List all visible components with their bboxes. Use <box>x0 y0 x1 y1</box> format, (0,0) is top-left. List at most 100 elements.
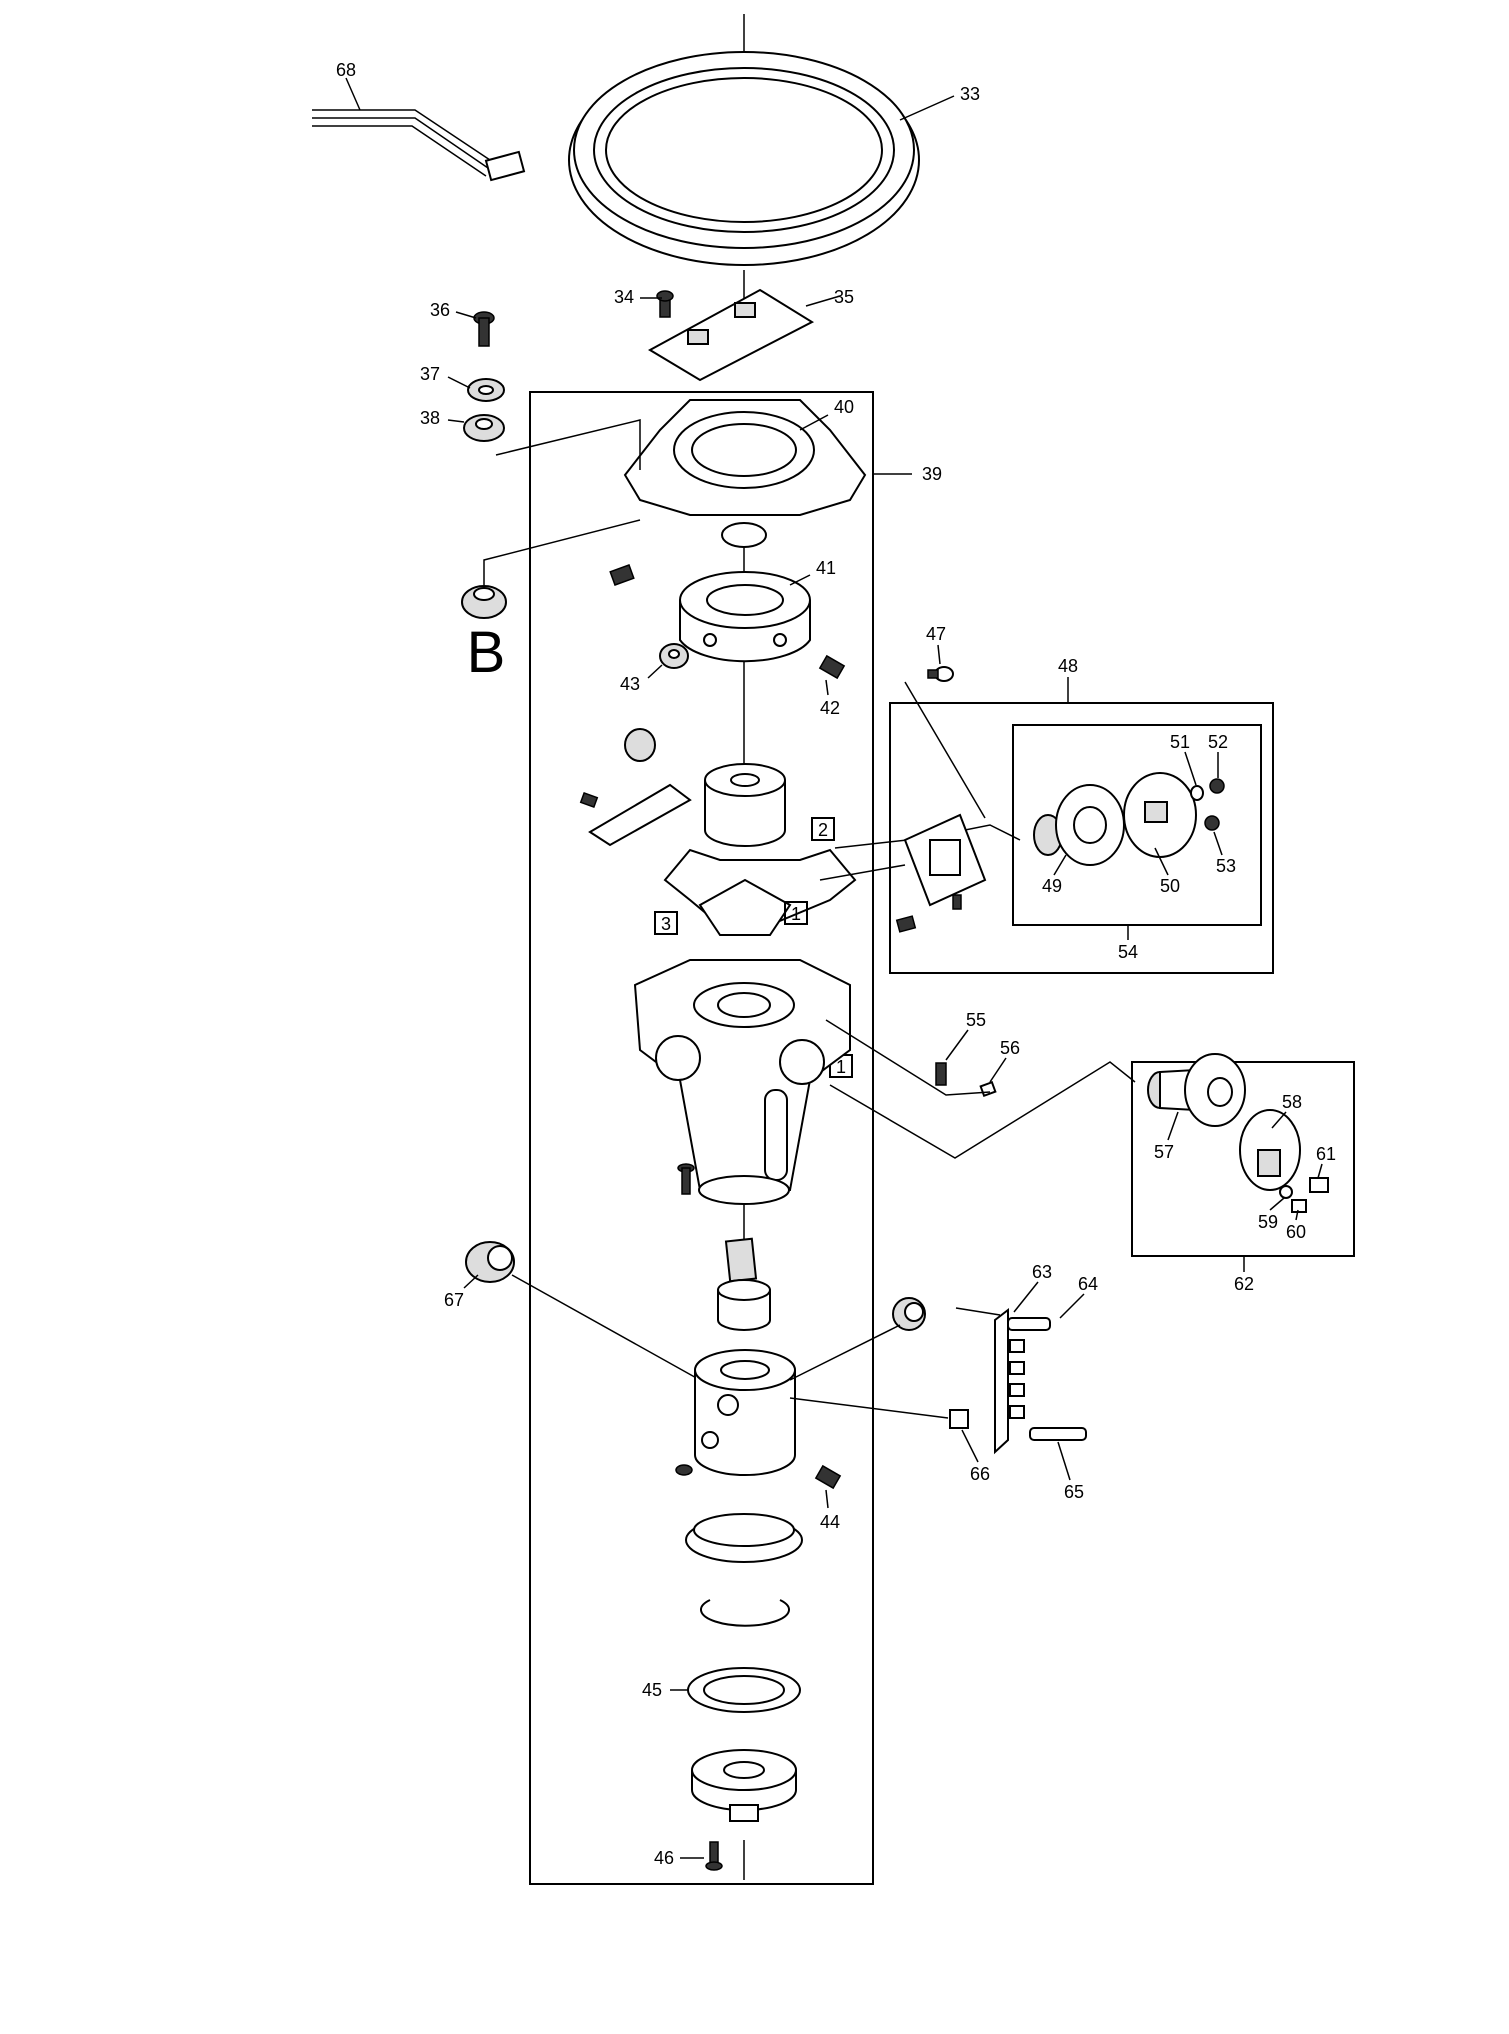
leader-line <box>819 864 906 881</box>
leader-57 <box>1167 1111 1179 1141</box>
part-label-33: 33 <box>960 84 980 104</box>
leader-42 <box>825 679 829 696</box>
leader-line <box>789 1397 949 1419</box>
part-label-53: 53 <box>1216 856 1236 876</box>
housing-40 <box>623 399 867 548</box>
assembly-62-frame <box>1131 1061 1355 1257</box>
leader-line <box>955 1307 1001 1316</box>
leader-64 <box>1059 1293 1085 1319</box>
collar-41 <box>679 571 811 663</box>
part-label-55: 55 <box>966 1010 986 1030</box>
bracket-50 <box>1123 772 1197 858</box>
leader-56 <box>989 1057 1007 1083</box>
washer-51 <box>1190 785 1204 801</box>
part-label-52: 52 <box>1208 732 1228 752</box>
leader-line <box>789 1324 901 1381</box>
screw-body <box>677 1163 695 1195</box>
part-label-44: 44 <box>820 1512 840 1532</box>
leader-41 <box>789 574 811 586</box>
set-screw <box>609 564 635 586</box>
screw-52 <box>1209 778 1225 794</box>
lower-holder <box>694 1349 796 1476</box>
leader-line <box>825 1019 991 1096</box>
board-35 <box>647 288 815 382</box>
part-label-62: 62 <box>1234 1274 1254 1294</box>
leader-61 <box>1317 1163 1323 1179</box>
leader-line <box>511 1274 701 1381</box>
leader-47 <box>937 644 941 665</box>
leader-55 <box>945 1029 969 1061</box>
part-label-36: 36 <box>430 300 450 320</box>
part-label-63: 63 <box>1032 1262 1052 1282</box>
leader-37 <box>447 376 471 389</box>
leader-line <box>495 419 641 470</box>
ref-label-1: 1 <box>836 1057 846 1077</box>
ref-box-2: 2 <box>811 817 835 841</box>
screw-47 <box>927 666 954 682</box>
leader-38 <box>447 419 465 423</box>
assembly-39-frame <box>529 391 874 1885</box>
screw-64 <box>1007 1317 1051 1331</box>
bushing-38 <box>463 414 505 442</box>
nut-56 <box>979 1080 997 1098</box>
screw-upper <box>892 1297 926 1331</box>
leader-35 <box>805 295 841 307</box>
part-label-68: 68 <box>336 60 356 80</box>
base-plate <box>691 1749 797 1822</box>
part-label-45: 45 <box>642 1680 662 1700</box>
leader-67 <box>463 1274 479 1289</box>
screw-44 <box>814 1464 842 1490</box>
part-label-65: 65 <box>1064 1482 1084 1502</box>
ref-box-1a: 1 <box>784 901 808 925</box>
part-label-38: 38 <box>420 408 440 428</box>
washer-45 <box>687 1667 801 1713</box>
assembly-54-frame <box>1012 724 1262 926</box>
screw-60 <box>1291 1199 1307 1213</box>
part-label-60: 60 <box>1286 1222 1306 1242</box>
cable-68 <box>312 109 526 182</box>
leader-36 <box>455 311 477 319</box>
part-label-43: 43 <box>620 674 640 694</box>
part-label-34: 34 <box>614 287 634 307</box>
screw-34 <box>656 290 674 318</box>
ref-label-1: 1 <box>791 904 801 924</box>
screw-holder <box>675 1464 693 1476</box>
board-63 <box>994 1307 1025 1455</box>
part-label-37: 37 <box>420 364 440 384</box>
leader-68 <box>345 77 361 111</box>
part-label-42: 42 <box>820 698 840 718</box>
leader-59 <box>1269 1197 1285 1211</box>
spacer-66 <box>949 1409 969 1429</box>
part-label-57: 57 <box>1154 1142 1174 1162</box>
leader-53 <box>1213 831 1223 856</box>
screw-55 <box>935 1062 947 1086</box>
leader-60 <box>1295 1209 1299 1221</box>
leader-line <box>829 1061 1136 1159</box>
leader-40 <box>799 414 829 431</box>
ring-lower <box>685 1513 803 1563</box>
part-label-49: 49 <box>1042 876 1062 896</box>
part-label-50: 50 <box>1160 876 1180 896</box>
leader-63 <box>1013 1281 1039 1313</box>
screw-42 <box>818 654 846 680</box>
leader-50 <box>1154 847 1169 876</box>
main-body <box>633 959 851 1205</box>
part-label-61: 61 <box>1316 1144 1336 1164</box>
leader-49 <box>1053 854 1067 876</box>
leader-line <box>483 519 641 585</box>
leader-line <box>904 681 986 819</box>
screw-46 <box>705 1841 723 1871</box>
part-label-40: 40 <box>834 397 854 417</box>
part-label-46: 46 <box>654 1848 674 1868</box>
leader-44 <box>825 1489 829 1509</box>
part-label-41: 41 <box>816 558 836 578</box>
leader-51 <box>1184 751 1197 786</box>
leader-33 <box>899 95 955 121</box>
ref-box-3: 3 <box>654 911 678 935</box>
leader-66 <box>961 1429 979 1463</box>
bearing-b <box>461 585 507 619</box>
part-label-54: 54 <box>1118 942 1138 962</box>
screw-36 <box>473 311 495 347</box>
assembly-48-frame <box>889 702 1274 974</box>
part-label-56: 56 <box>1000 1038 1020 1058</box>
